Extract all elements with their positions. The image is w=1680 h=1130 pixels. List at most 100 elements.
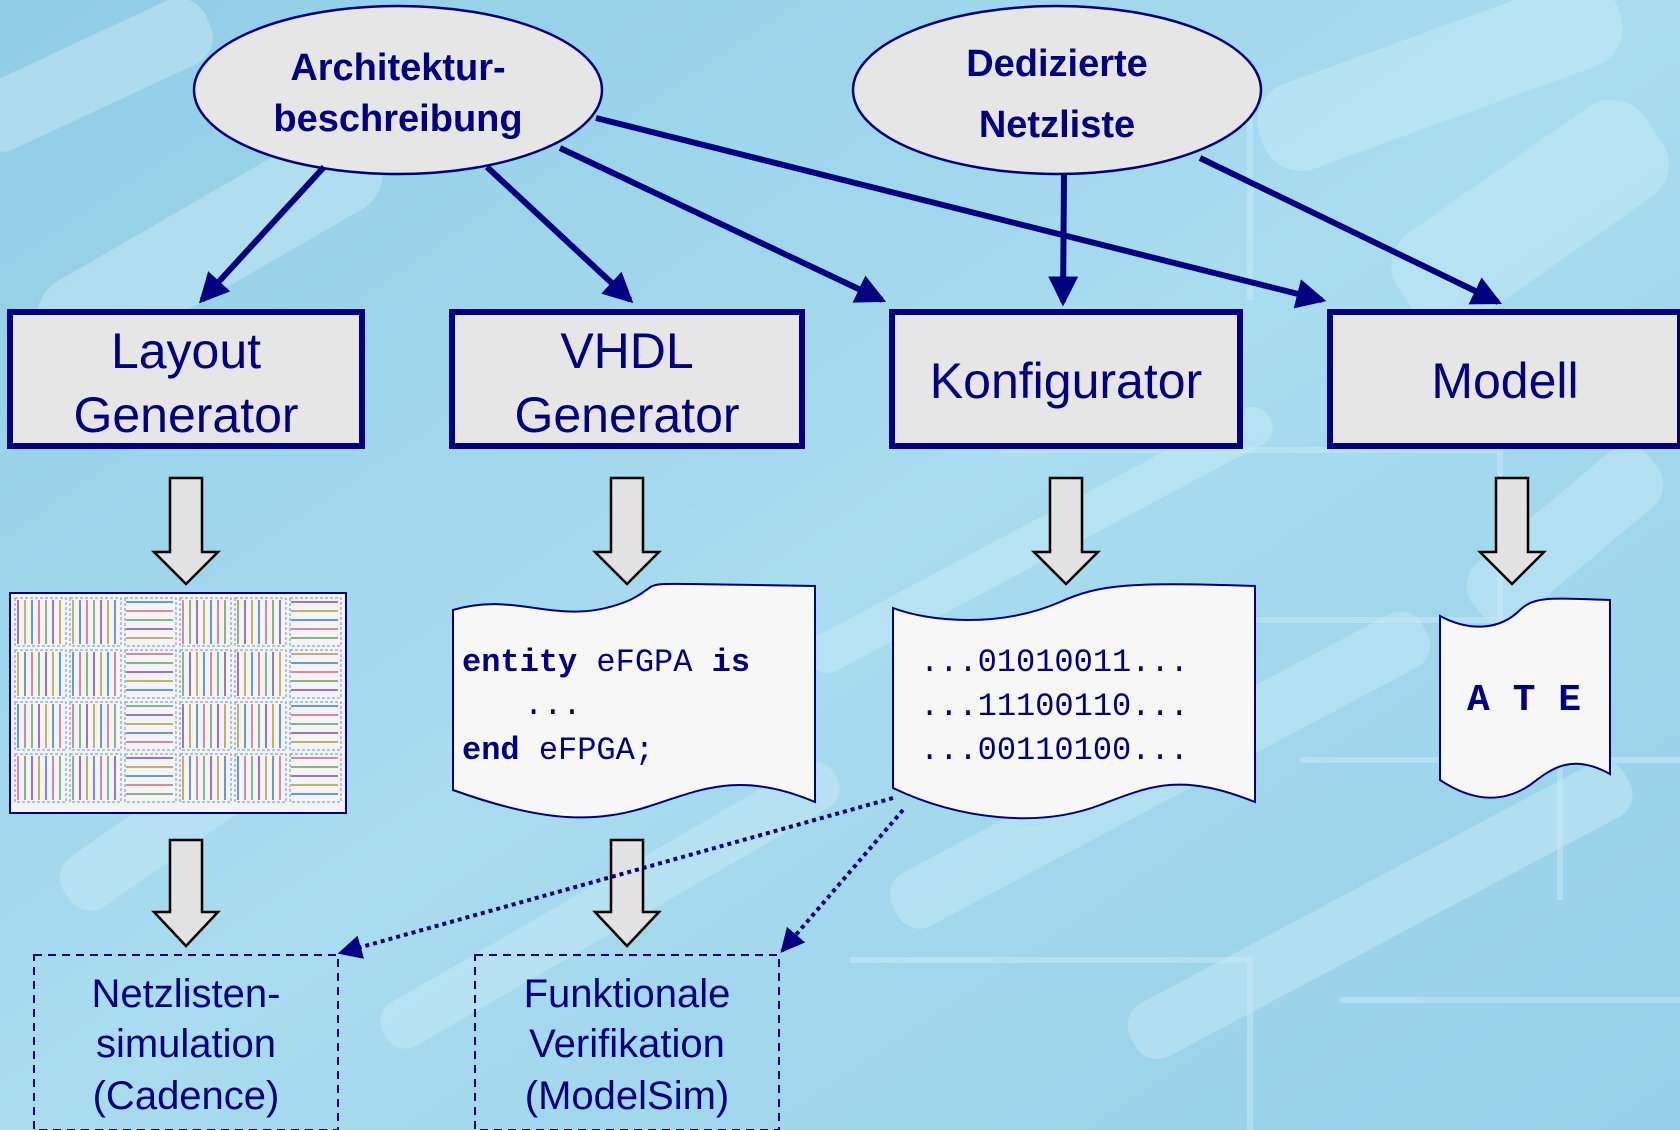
layout-cell-stroke	[100, 600, 102, 644]
layout-cell-stroke	[189, 704, 191, 748]
layout-cell-stroke	[291, 680, 338, 682]
layout-cell-stroke	[182, 704, 184, 748]
layout-cell-stroke	[224, 756, 226, 800]
layout-cell-stroke	[210, 600, 212, 644]
layout-cell-stroke	[114, 704, 116, 748]
layout-cell-stroke	[31, 704, 33, 748]
layout-cell-stroke	[38, 756, 40, 800]
layout-cell-stroke	[93, 600, 95, 644]
layout-cell-stroke	[79, 652, 81, 696]
layout-cell-stroke	[258, 704, 260, 748]
layout-cell-stroke	[107, 704, 109, 748]
layout-cell-stroke	[272, 652, 274, 696]
layout-cell-stroke	[210, 704, 212, 748]
dotted-arrow-bitstream-to-functional	[780, 808, 905, 953]
layout-cell-stroke	[272, 600, 274, 644]
layout-cell-stroke	[126, 689, 173, 691]
layout-cell-stroke	[291, 637, 338, 639]
layout-cell-outline	[14, 597, 67, 647]
layout-cell-stroke	[31, 756, 33, 800]
layout-cell-stroke	[31, 600, 33, 644]
layout-cell-stroke	[291, 757, 338, 759]
layout-cell-stroke	[217, 600, 219, 644]
layout-cell-outline	[69, 701, 122, 751]
layout-cell-stroke	[203, 704, 205, 748]
layout-cell-stroke	[203, 756, 205, 800]
layout-cell-stroke	[291, 766, 338, 768]
block-arrow-layout	[150, 476, 222, 586]
layout-cell-stroke	[59, 600, 61, 644]
layout-cell-stroke	[189, 756, 191, 800]
layout-cell-stroke	[52, 652, 54, 696]
layout-cell-stroke	[217, 704, 219, 748]
layout-cell-stroke	[291, 662, 338, 664]
layout-cell-outline	[289, 753, 342, 803]
layout-cell-stroke	[251, 704, 253, 748]
netlist-simulation-box: Netzlisten- simulation (Cadence)	[33, 954, 339, 1130]
layout-cell-stroke	[291, 723, 338, 725]
layout-cell-stroke	[126, 741, 173, 743]
configurator-label: Konfigurator	[930, 353, 1202, 409]
layout-cell-outline	[69, 649, 122, 699]
layout-cell-outline	[14, 753, 67, 803]
layout-cell-stroke	[251, 756, 253, 800]
layout-cell-stroke	[251, 652, 253, 696]
layout-cell-outline	[234, 649, 287, 699]
layout-cell-outline	[234, 753, 287, 803]
layout-cell-stroke	[217, 756, 219, 800]
layout-cell-stroke	[79, 756, 81, 800]
layout-cell-outline	[179, 753, 232, 803]
architecture-line1: Architektur-	[290, 47, 505, 89]
layout-cell-stroke	[251, 600, 253, 644]
layout-cell-stroke	[291, 628, 338, 630]
layout-cell-stroke	[24, 756, 26, 800]
vhdl-kw-is: is	[712, 644, 750, 681]
layout-cell-stroke	[291, 784, 338, 786]
vhdl-kw-end: end	[462, 732, 520, 769]
layout-generator-line2: Generator	[73, 387, 298, 443]
layout-cell-stroke	[265, 704, 267, 748]
layout-cell-stroke	[237, 600, 239, 644]
layout-cell-stroke	[126, 671, 173, 673]
layout-cell-stroke	[126, 705, 173, 707]
layout-cell-stroke	[100, 652, 102, 696]
layout-cell-outline	[289, 597, 342, 647]
layout-cell-outline	[179, 649, 232, 699]
layout-cell-stroke	[86, 600, 88, 644]
vhdl-code-line2: ...	[524, 687, 582, 724]
vhdl-entity-name: eFGPA	[577, 644, 711, 681]
layout-cell-stroke	[59, 652, 61, 696]
layout-cell-stroke	[126, 610, 173, 612]
layout-cell-stroke	[93, 756, 95, 800]
layout-cell-stroke	[126, 757, 173, 759]
layout-cell-outline	[234, 597, 287, 647]
layout-cell-stroke	[72, 652, 74, 696]
layout-cell-stroke	[45, 600, 47, 644]
layout-image	[9, 592, 347, 814]
arrow-arch-to-vhdl	[484, 164, 634, 304]
layout-cell-stroke	[291, 671, 338, 673]
layout-cell-stroke	[189, 652, 191, 696]
configurator-box: Konfigurator	[889, 309, 1243, 449]
layout-cell-stroke	[291, 653, 338, 655]
layout-cell-stroke	[224, 652, 226, 696]
layout-cell-stroke	[237, 652, 239, 696]
layout-cell-outline	[69, 597, 122, 647]
layout-cell-stroke	[17, 652, 19, 696]
layout-cell-stroke	[17, 756, 19, 800]
functional-line2: Verifikation	[529, 1022, 725, 1066]
layout-cell-stroke	[24, 704, 26, 748]
ate-document: A T E	[1439, 597, 1611, 799]
arrow-arch-to-model	[595, 115, 1327, 309]
layout-cell-stroke	[126, 601, 173, 603]
layout-cell-stroke	[100, 756, 102, 800]
layout-cell-stroke	[244, 756, 246, 800]
vhdl-end-name: eFPGA;	[520, 732, 654, 769]
arrow-arch-to-layout	[198, 164, 327, 304]
layout-generator-box: Layout Generator	[7, 309, 365, 449]
layout-cell-stroke	[244, 600, 246, 644]
layout-cell-stroke	[291, 775, 338, 777]
layout-cell-stroke	[182, 600, 184, 644]
layout-cell-stroke	[86, 756, 88, 800]
